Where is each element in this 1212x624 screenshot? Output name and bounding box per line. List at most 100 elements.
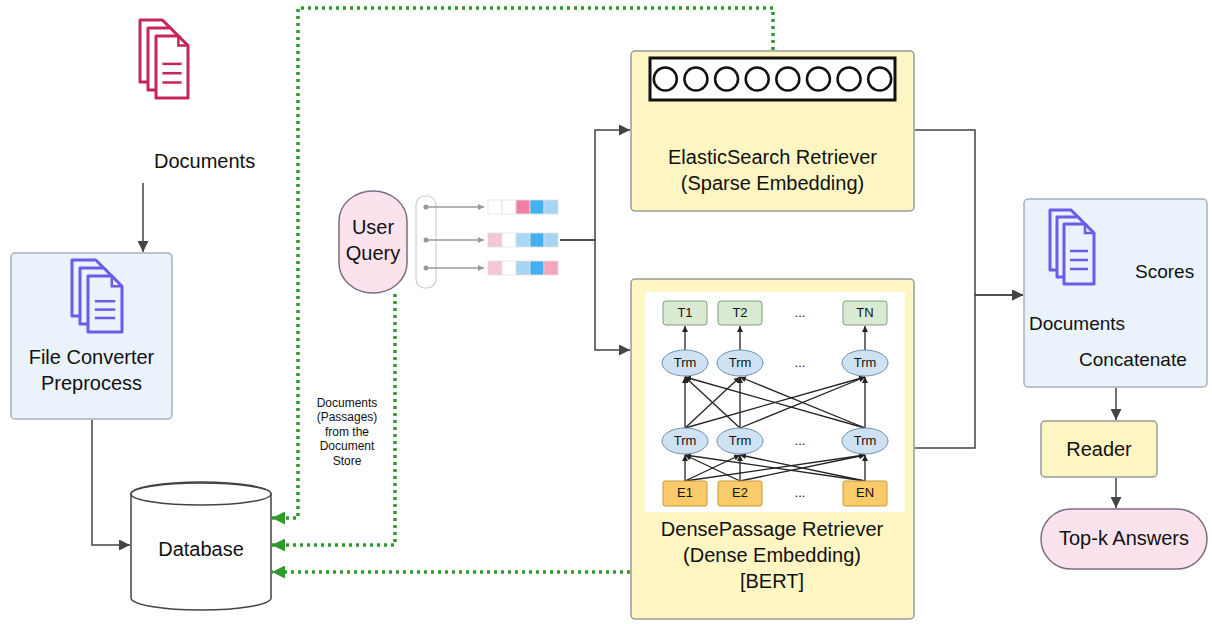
sparse-cell — [868, 68, 891, 91]
retriever-box: DensePassage Retriever (Dense Embedding)… — [630, 278, 915, 620]
input-token — [843, 481, 887, 506]
embedding-cell — [530, 200, 544, 214]
bert-arrow — [739, 377, 740, 428]
bert-arrow — [740, 377, 865, 428]
page-fold — [112, 276, 122, 286]
bert-arrow — [739, 455, 740, 481]
bert-label: EN — [843, 485, 887, 501]
bert-label: T1 — [663, 305, 707, 321]
bert-arrow — [684, 455, 685, 481]
node-text: Reader — [1040, 436, 1158, 462]
text-holder: Trm — [843, 433, 887, 449]
transformer-unit — [842, 350, 888, 376]
sparse-cell — [838, 68, 861, 91]
flow-arrow — [1115, 388, 1117, 420]
bert-arrow — [739, 326, 740, 350]
output-token — [663, 301, 707, 325]
text-holder: E2 — [718, 485, 762, 501]
box-outline — [1041, 421, 1157, 477]
bert-label: TN — [843, 305, 887, 321]
node-text: Concatenate — [1079, 348, 1205, 373]
vector-dot — [424, 266, 429, 271]
bert-label: ... — [778, 433, 822, 449]
text-holder: Database — [130, 536, 272, 562]
embedding-cell — [488, 261, 502, 275]
sparse-cell — [746, 68, 769, 91]
cylinder-body — [131, 482, 271, 610]
text-holder: Trm — [663, 433, 707, 449]
page-line — [1070, 259, 1088, 262]
text-holder: EN — [843, 485, 887, 501]
flow-arrow — [142, 183, 144, 252]
bert-label: ... — [778, 355, 822, 371]
embedding-cell — [544, 233, 558, 247]
node-text: DensePassage Retriever (Dense Embedding)… — [652, 516, 892, 594]
page-line — [95, 300, 115, 303]
flow-arrow — [92, 420, 130, 545]
bert-arrow — [684, 326, 685, 350]
embedding-cell — [516, 233, 530, 247]
output-token — [718, 301, 762, 325]
embedding-cell — [502, 233, 516, 247]
embedding-arrow — [428, 239, 484, 240]
page-line — [1070, 250, 1088, 253]
node-text: Documents — [154, 148, 266, 174]
page-fold — [1085, 224, 1094, 233]
input-token — [718, 481, 762, 506]
text-holder: ElasticSearch Retriever (Sparse Embeddin… — [640, 144, 905, 196]
node-text: File Converter Preprocess — [16, 344, 167, 396]
text-holder: Trm — [718, 355, 762, 371]
concatenate-box: ScoresDocumentsConcatenate — [1023, 198, 1208, 388]
retrieval-link — [272, 570, 630, 574]
bert-arrow — [684, 377, 685, 428]
embedding-cell — [488, 233, 502, 247]
transformer-unit — [662, 350, 708, 376]
text-holder: T2 — [718, 305, 762, 321]
page-line — [162, 72, 181, 75]
embedding-cell — [544, 261, 558, 275]
retriever-box: ElasticSearch Retriever (Sparse Embeddin… — [630, 50, 915, 212]
sparse-cell — [776, 68, 799, 91]
node-text: Database — [130, 536, 272, 562]
document-source: Documents — [118, 18, 250, 183]
document-icon — [88, 276, 122, 332]
shape-layer — [630, 278, 915, 620]
page-line — [162, 63, 181, 66]
text-holder: TN — [843, 305, 887, 321]
box-outline — [11, 253, 172, 419]
text-holder: Reader — [1040, 436, 1158, 462]
document-icon — [156, 36, 188, 98]
text-holder: Documents (Passages) from the Document S… — [304, 396, 390, 468]
transformer-unit — [717, 350, 763, 376]
input-token — [663, 481, 707, 506]
page-fold — [178, 36, 188, 46]
embedding-cell — [502, 200, 516, 214]
page-line — [1070, 268, 1088, 271]
bert-label: Trm — [718, 355, 762, 371]
bert-label: ... — [778, 485, 822, 501]
bert-arrow — [864, 455, 865, 481]
bert-arrow — [864, 377, 865, 428]
flow-arrow — [915, 130, 1023, 295]
edge-label: Documents (Passages) from the Document S… — [304, 396, 390, 468]
sparse-cell — [684, 68, 707, 91]
bert-label: ... — [778, 305, 822, 321]
text-holder: ... — [778, 305, 822, 321]
node-text: User Query — [338, 214, 408, 266]
query-pill: User Query — [338, 190, 560, 294]
embedding-cell — [530, 233, 544, 247]
flow-arrow — [915, 295, 1023, 448]
bert-arrow — [740, 377, 865, 428]
node-text: Documents — [1029, 312, 1139, 337]
bert-arrow — [740, 455, 865, 481]
bert-arrow — [864, 326, 865, 350]
node-text: ElasticSearch Retriever (Sparse Embeddin… — [640, 144, 905, 196]
text-holder: Top-k Answers — [1040, 525, 1208, 551]
pill-outline — [1041, 509, 1207, 569]
page-line — [95, 317, 115, 320]
reader-box: Reader — [1040, 420, 1158, 478]
text-holder: T1 — [663, 305, 707, 321]
embedding-cell — [544, 200, 558, 214]
node-text: Scores — [1135, 260, 1205, 285]
page-line — [95, 308, 115, 311]
